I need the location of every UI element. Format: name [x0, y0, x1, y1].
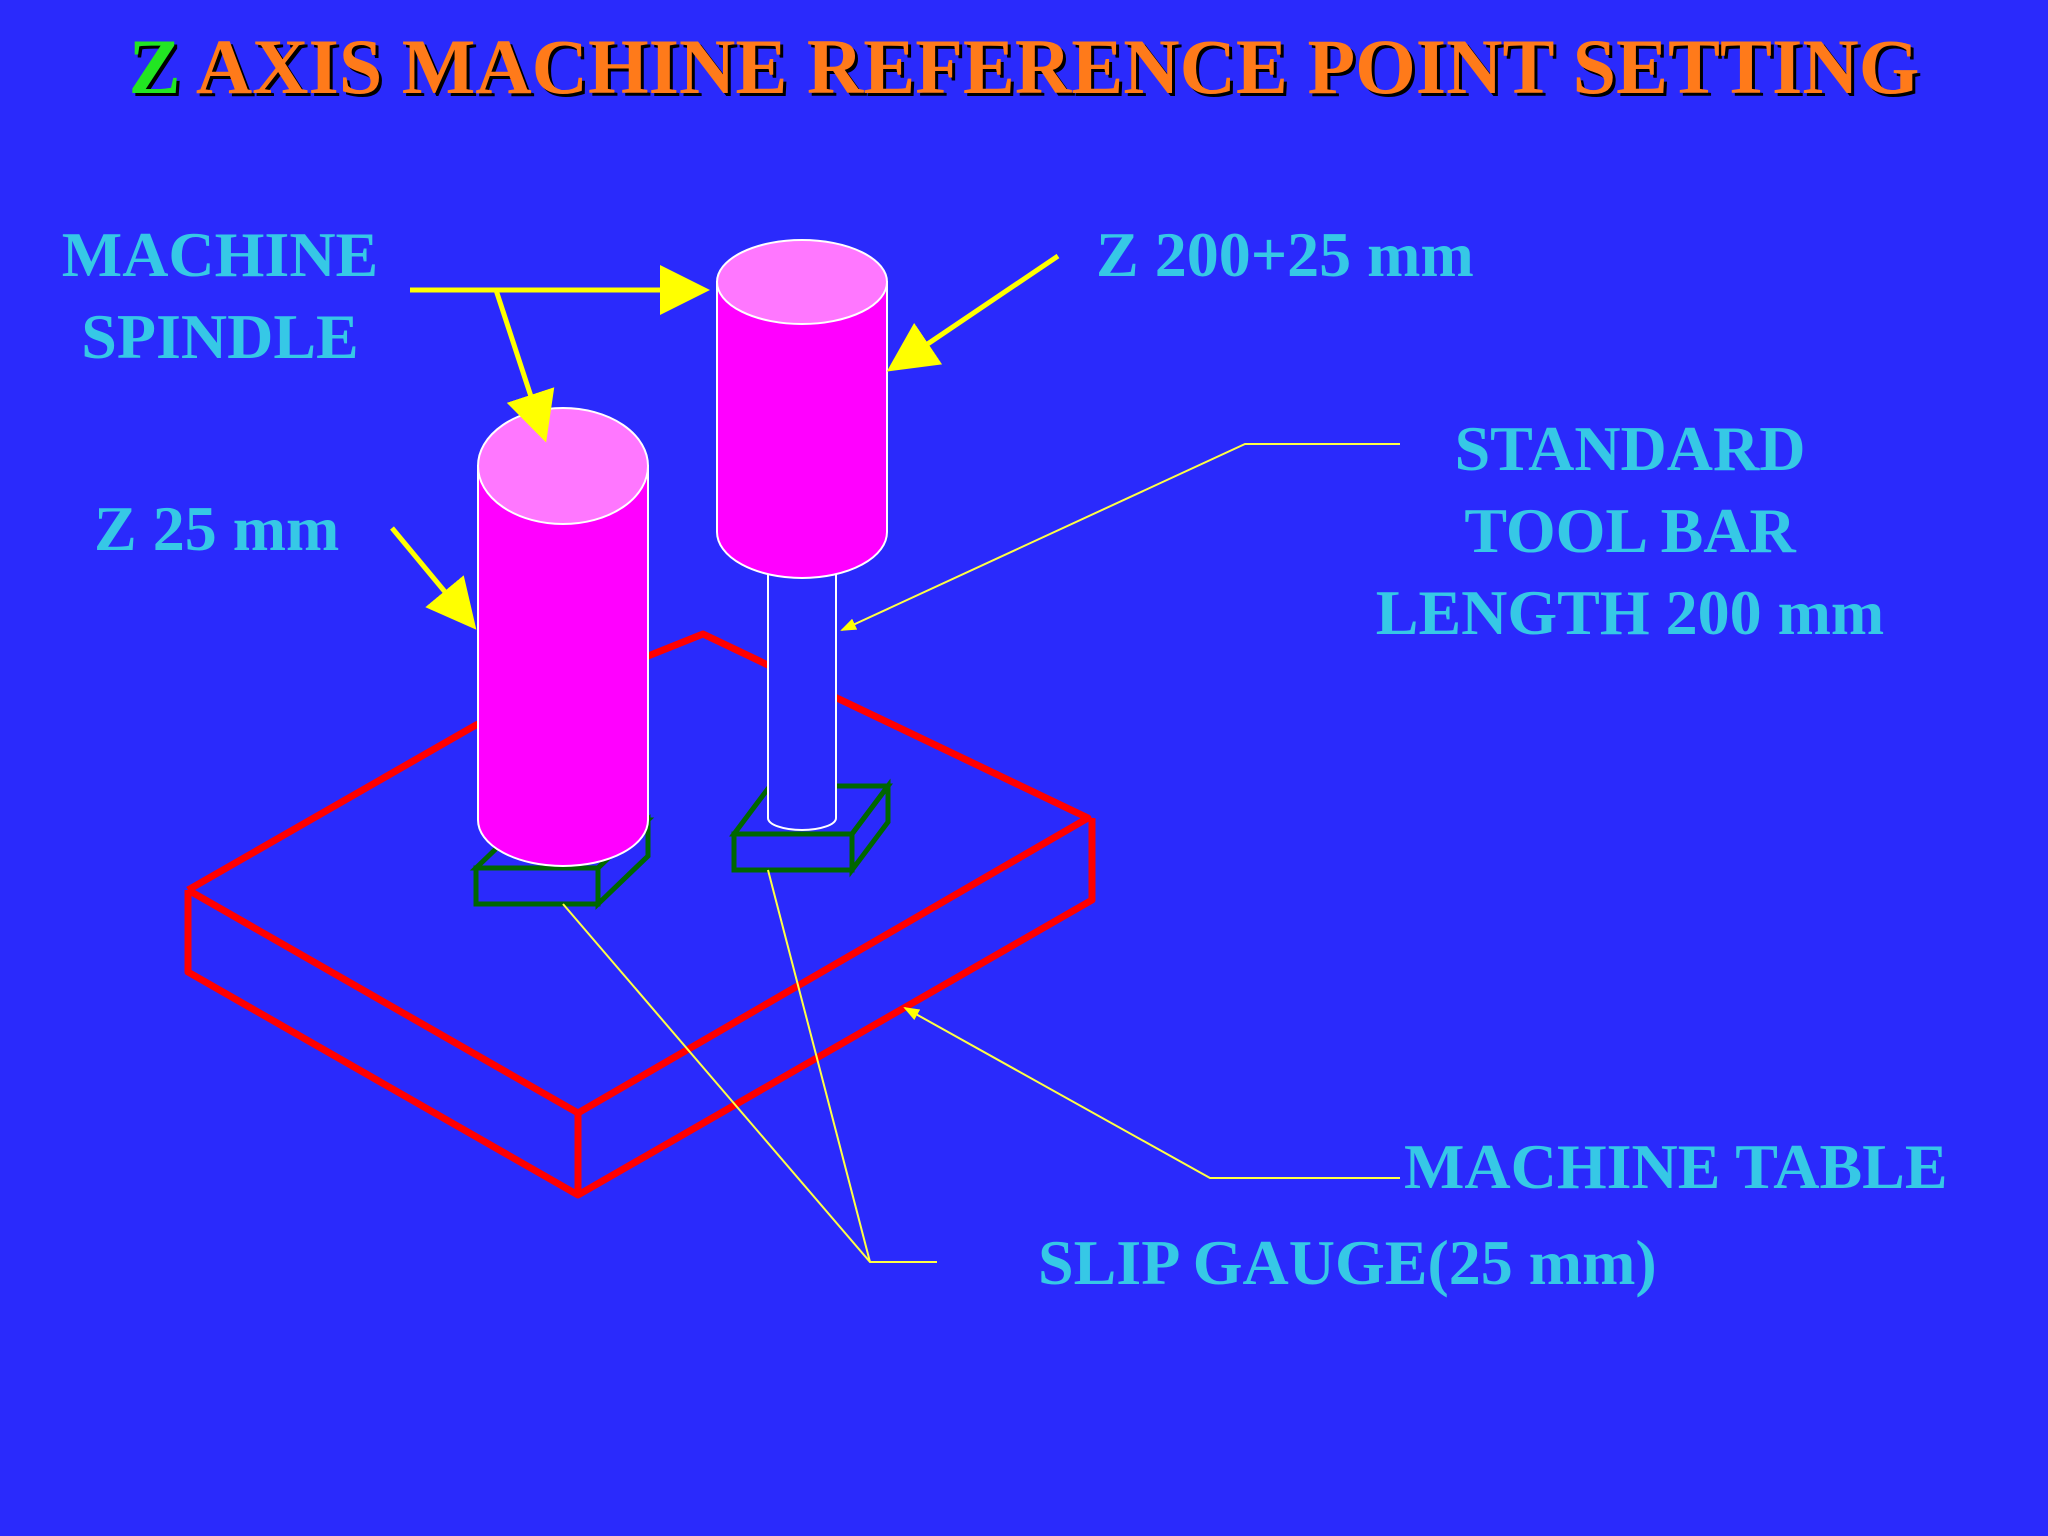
- machine-spindle-arrows: [410, 265, 710, 443]
- spindle-right: [716, 239, 888, 579]
- z-25-arrow: [390, 526, 477, 630]
- slip-gauge-right-front: [731, 831, 855, 873]
- z-200-25-arrow: [886, 253, 1060, 372]
- slip-gauge-right-side: [849, 778, 891, 878]
- tool-bar-line-1: STANDARD: [1454, 413, 1806, 484]
- machine-table-leader: [903, 1007, 1400, 1179]
- title-text: AXIS MACHINE REFERENCE POINT SETTING: [180, 23, 1920, 110]
- machine-table: [184, 630, 1096, 1199]
- spindle-left-body: [477, 465, 649, 867]
- tool-bar-line-3: LENGTH 200 mm: [1375, 577, 1885, 648]
- slip-gauge-leader-right: [767, 869, 871, 1263]
- title-z-letter: Z: [128, 23, 181, 110]
- z-25-text: Z 25 mm: [94, 493, 340, 564]
- slip-gauge-left-front: [473, 865, 601, 907]
- z-200-25-text: Z 200+25 mm: [1096, 219, 1474, 290]
- machine-spindle-line-2: SPINDLE: [81, 301, 359, 372]
- slip-gauge-label: SLIP GAUGE(25 mm): [1038, 1222, 1657, 1304]
- machine-spindle-leader-down: [493, 289, 555, 443]
- machine-table-label: MACHINE TABLE: [1404, 1126, 1948, 1208]
- spindle-right-body: [716, 281, 888, 579]
- spindle-left: [477, 407, 649, 867]
- tool-bar-body: [767, 570, 837, 831]
- machine-spindle-label: MACHINE SPINDLE: [40, 214, 400, 378]
- slip-gauge-right: [729, 778, 893, 878]
- machine-spindle-line-1: MACHINE: [61, 219, 379, 290]
- slip-gauge-text: SLIP GAUGE(25 mm): [1038, 1227, 1657, 1298]
- z-200-25-label: Z 200+25 mm: [1096, 214, 1474, 296]
- standard-tool-bar-label: STANDARD TOOL BAR LENGTH 200 mm: [1340, 408, 1920, 654]
- tool-bar-line-2: TOOL BAR: [1464, 495, 1796, 566]
- tool-bar-leader: [840, 443, 1400, 631]
- standard-tool-bar: [767, 570, 837, 831]
- spindle-left-top: [477, 407, 649, 525]
- spindle-right-top: [716, 239, 888, 325]
- machine-table-top-outline: [186, 630, 1092, 1117]
- slide-title: Z AXIS MACHINE REFERENCE POINT SETTING: [0, 22, 2048, 112]
- slip-gauge-leaders: [562, 869, 937, 1263]
- machine-table-front-edge: [184, 818, 1096, 1199]
- machine-table-text: MACHINE TABLE: [1404, 1131, 1948, 1202]
- slip-gauge-leader-left: [562, 903, 937, 1263]
- z-25-label: Z 25 mm: [94, 488, 339, 570]
